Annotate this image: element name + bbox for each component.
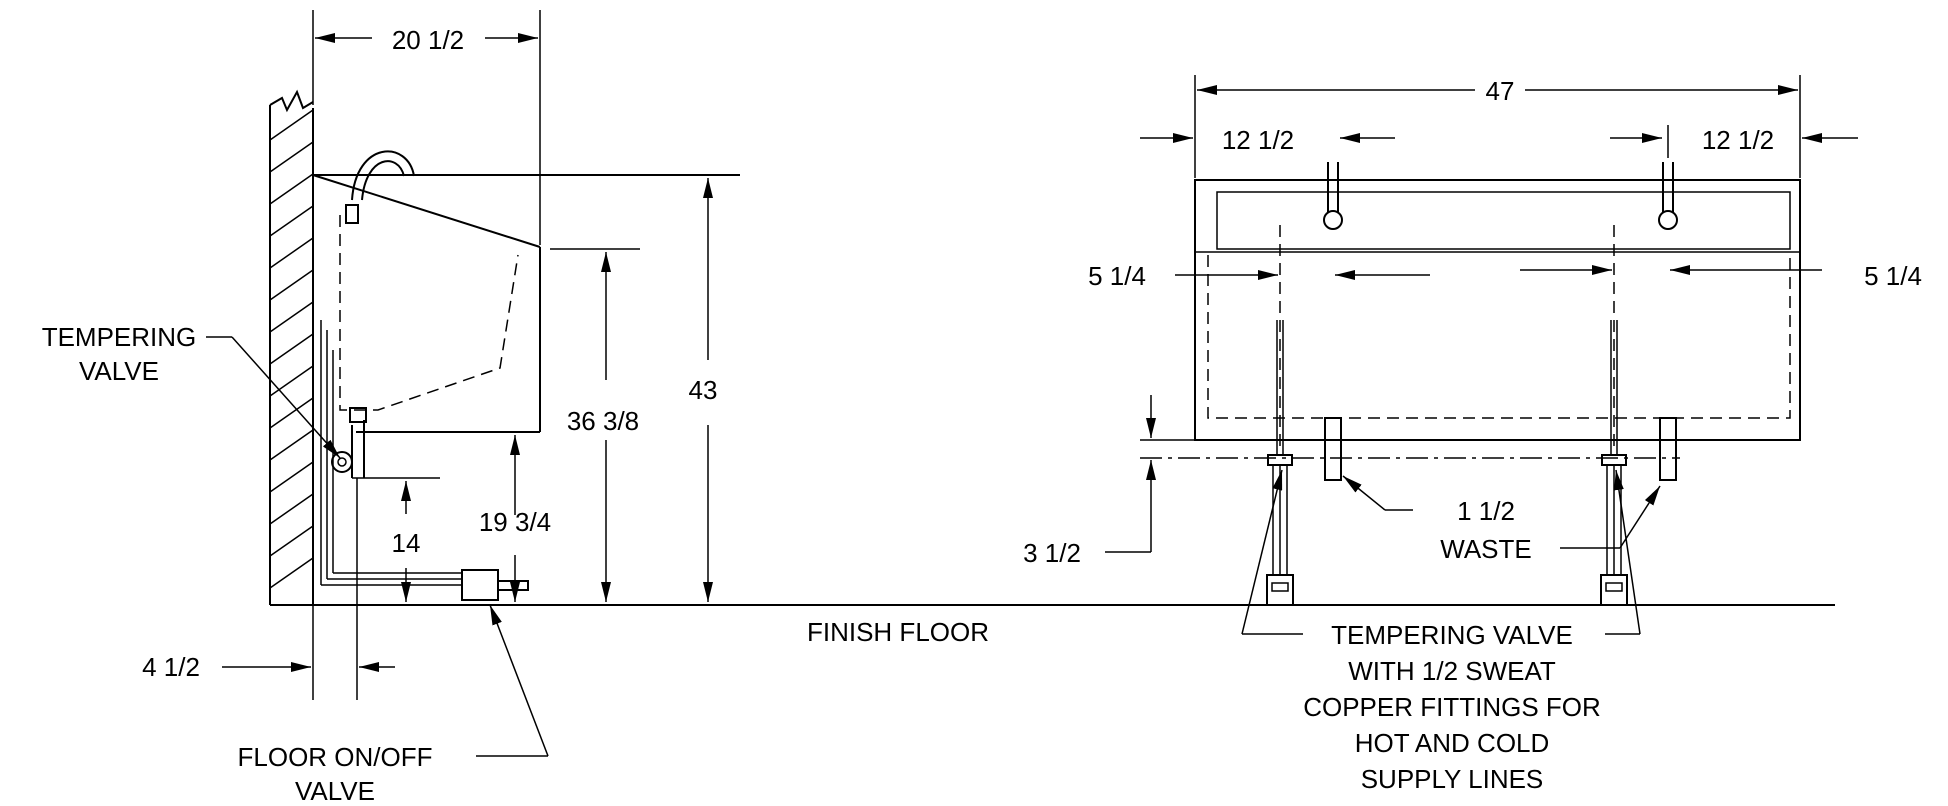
- side-wall-offset-dim: 4 1/2: [142, 652, 200, 682]
- faucet-right-front: [1658, 162, 1678, 230]
- waste-drain-right: [1659, 417, 1677, 481]
- front-view: [1105, 75, 1858, 635]
- front-left-valve-dim: 5 1/4: [1088, 261, 1146, 291]
- wall: [269, 89, 314, 605]
- waste-drain-left: [1324, 417, 1342, 481]
- faucet-spout-side: [345, 150, 415, 224]
- faucet-left-front: [1323, 162, 1343, 230]
- floor-valve-label-2: VALVE: [295, 776, 375, 806]
- side-valve-height-dim: 14: [392, 528, 421, 558]
- front-leaders: [1241, 469, 1661, 635]
- tv-note-line-3: COPPER FITTINGS FOR: [1303, 692, 1601, 722]
- side-view: [206, 10, 740, 757]
- tv-note-line-1: TEMPERING VALVE: [1331, 620, 1573, 650]
- tempering-valve-side: [331, 451, 353, 473]
- tempering-valve-label-1: TEMPERING: [42, 322, 197, 352]
- waste-label-2: WASTE: [1440, 534, 1531, 564]
- front-right-faucet-dim: 12 1/2: [1702, 125, 1774, 155]
- tv-note-line-4: HOT AND COLD: [1355, 728, 1550, 758]
- waste-label-1: 1 1/2: [1457, 496, 1515, 526]
- side-rim-dim: 36 3/8: [567, 406, 639, 436]
- tempering-valve-label-2: VALVE: [79, 356, 159, 386]
- front-right-valve-dim: 5 1/4: [1864, 261, 1922, 291]
- front-left-faucet-dim: 12 1/2: [1222, 125, 1294, 155]
- tempering-valve-right: [1601, 454, 1627, 466]
- side-width-dim: 20 1/2: [392, 25, 464, 55]
- side-bowl-bottom-dim: 19 3/4: [479, 507, 551, 537]
- tempering-valve-left: [1267, 454, 1293, 466]
- finish-floor-label: FINISH FLOOR: [807, 617, 989, 647]
- front-drop-dim: 3 1/2: [1023, 538, 1081, 568]
- floor-valve-label-1: FLOOR ON/OFF: [238, 742, 433, 772]
- front-dimensions: [1105, 75, 1858, 553]
- side-height-dim: 43: [689, 375, 718, 405]
- tv-note-line-2: WITH 1/2 SWEAT: [1348, 656, 1556, 686]
- side-dimensions: [222, 10, 713, 700]
- sink-body-side: [312, 174, 740, 433]
- tv-note-line-5: SUPPLY LINES: [1361, 764, 1544, 794]
- supply-piping-side: [320, 320, 529, 601]
- front-overall-dim: 47: [1486, 76, 1515, 106]
- floor-valve-body: [461, 569, 499, 601]
- sink-front-outline: [1194, 179, 1801, 441]
